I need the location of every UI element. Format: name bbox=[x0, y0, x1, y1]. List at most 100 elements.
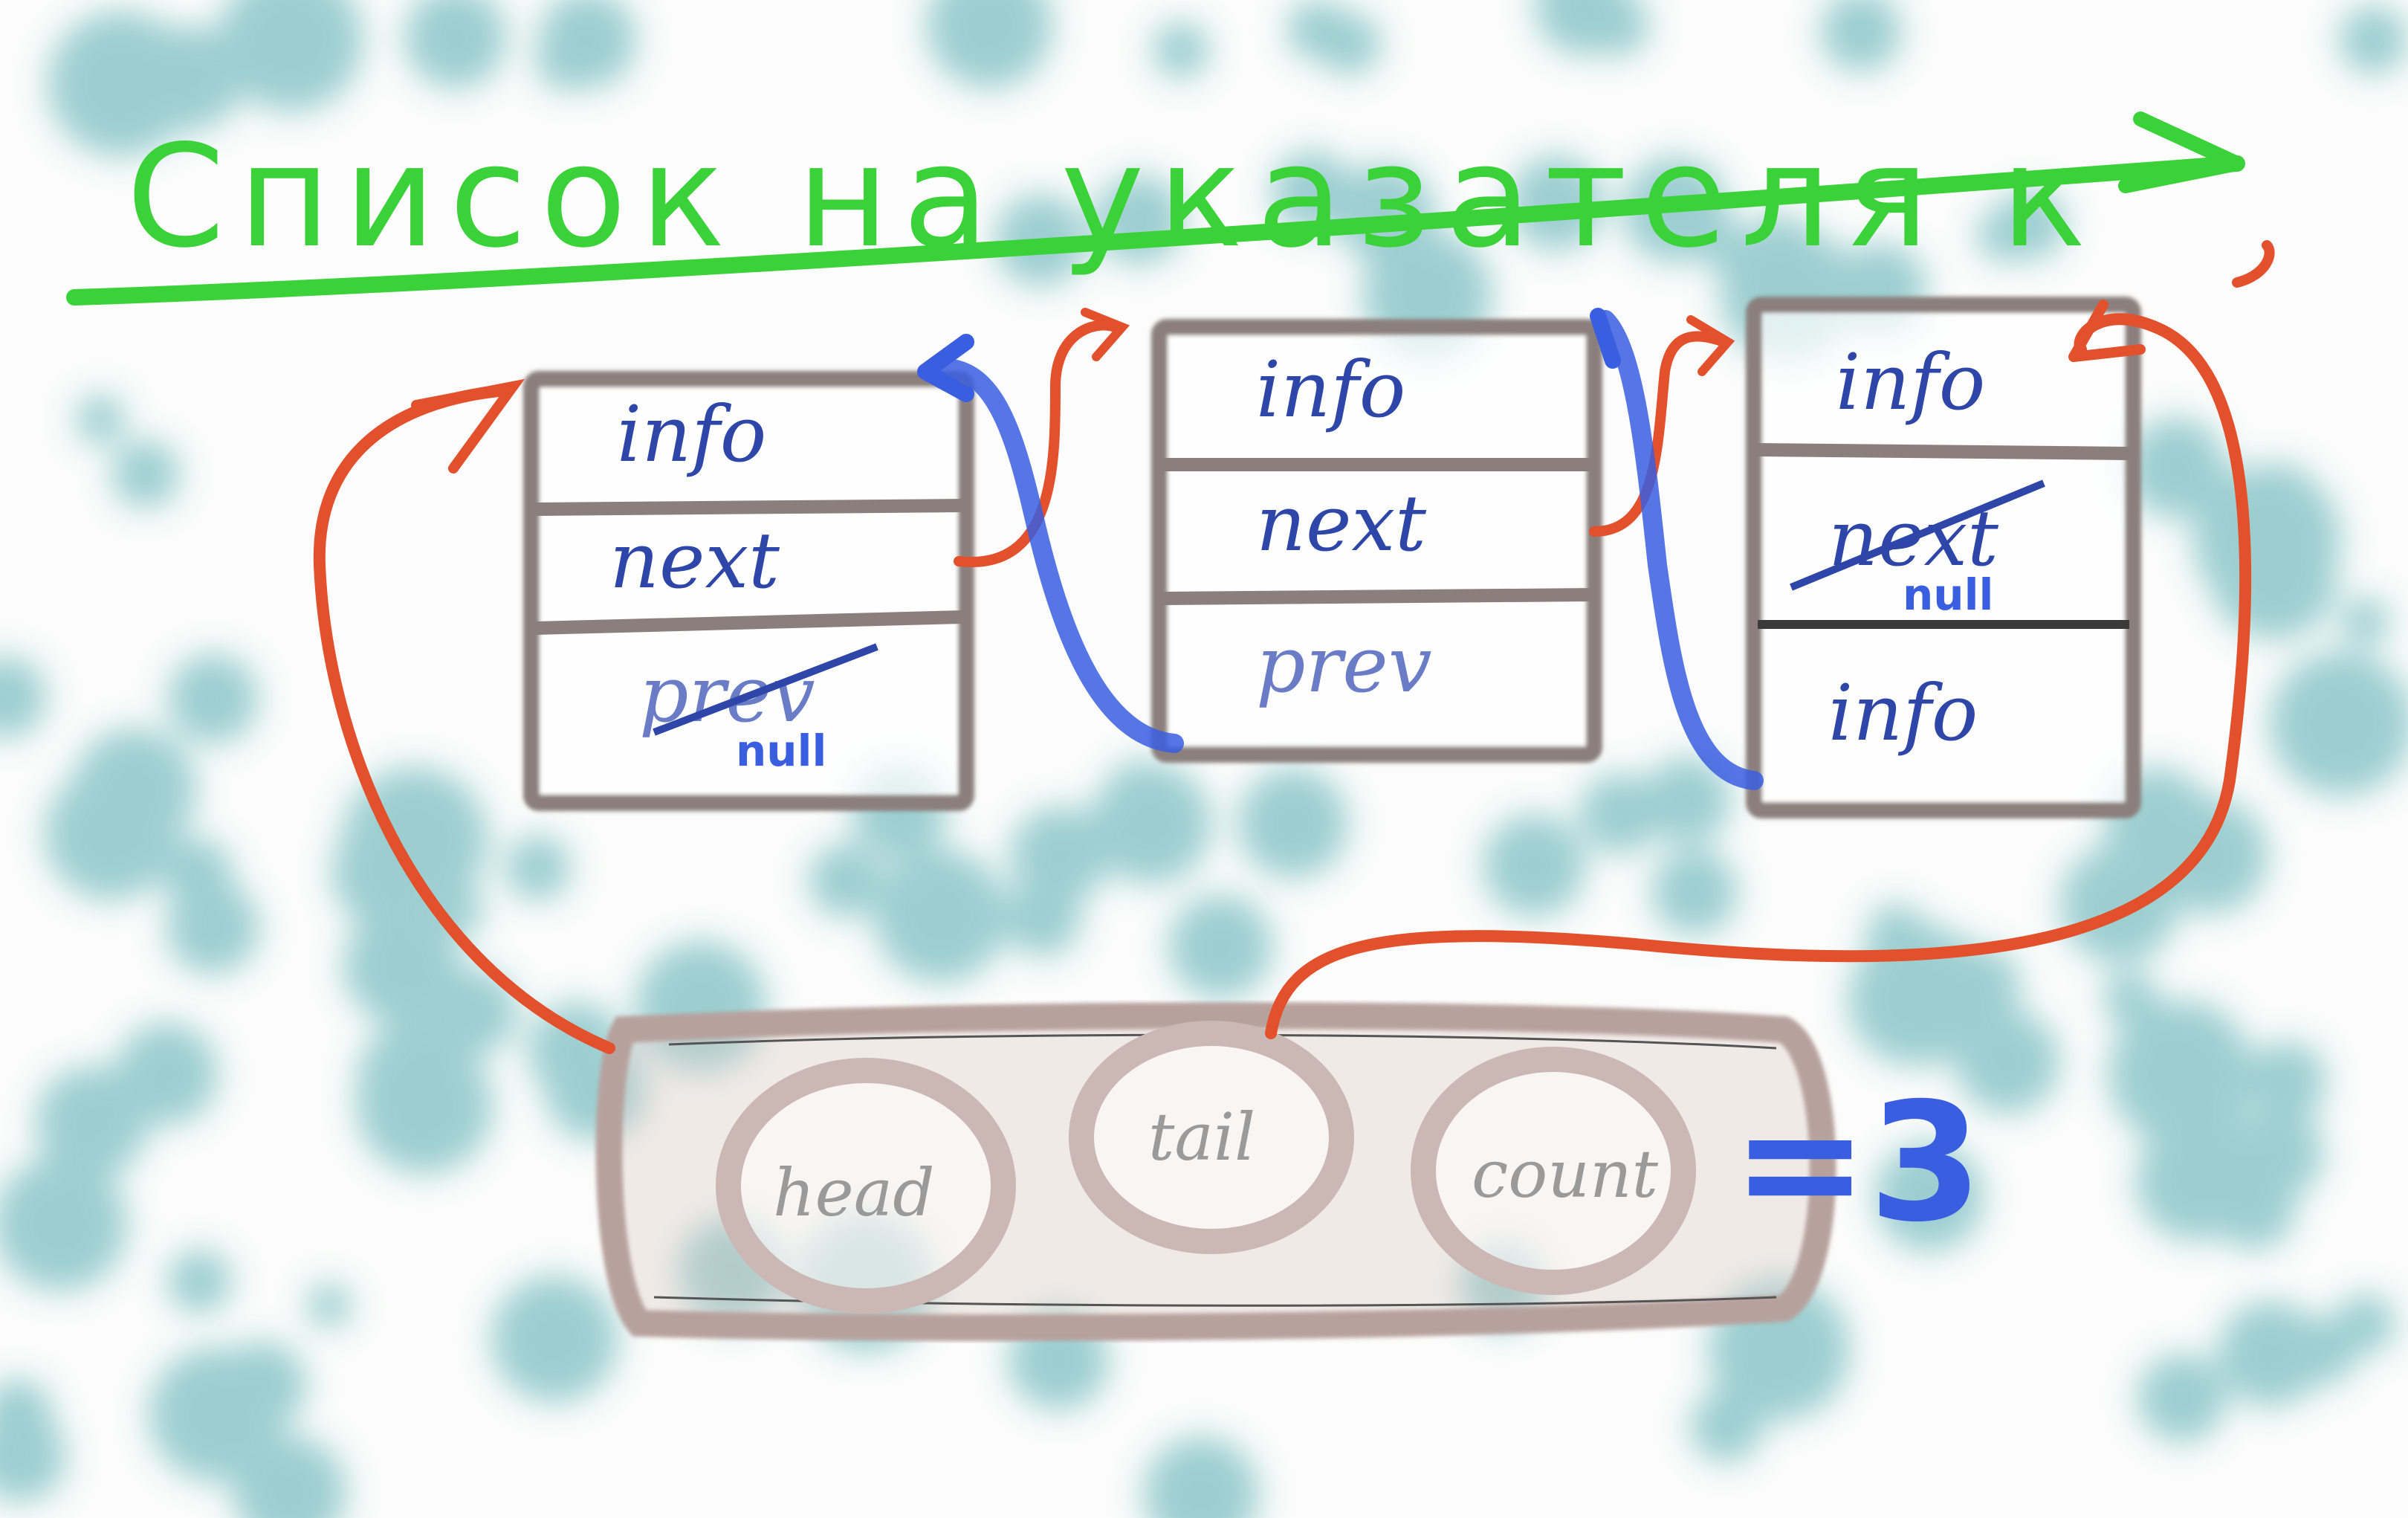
background-blob bbox=[331, 815, 445, 929]
background-blob bbox=[115, 1022, 219, 1125]
background-blob bbox=[1690, 1389, 1763, 1463]
background-blob bbox=[0, 1410, 66, 1502]
title-underline-arrow bbox=[66, 155, 2245, 306]
background-blob bbox=[0, 656, 47, 738]
background-blob bbox=[404, 0, 507, 88]
background-blob bbox=[1579, 773, 1660, 854]
background-blob bbox=[1483, 814, 1585, 917]
background-blob bbox=[1286, 0, 1348, 60]
node-1-prev-strike bbox=[653, 643, 878, 736]
background-blob bbox=[2059, 844, 2178, 963]
background-blob bbox=[2269, 651, 2408, 796]
background-blob bbox=[2218, 1301, 2324, 1407]
node-1-null-label: null bbox=[736, 726, 826, 776]
background-blob bbox=[2358, 697, 2406, 745]
background-blob bbox=[1335, 163, 1434, 262]
node-3-info-field: info bbox=[1836, 337, 1985, 427]
background-blob bbox=[306, 1283, 352, 1328]
background-blob bbox=[873, 849, 1007, 983]
background-blob bbox=[2340, 597, 2390, 646]
background-blob bbox=[1271, 151, 1353, 233]
head-pointer-arrow bbox=[313, 384, 615, 1054]
background-blob bbox=[357, 1020, 477, 1140]
count-oval bbox=[1411, 1047, 1696, 1295]
background-blob bbox=[167, 653, 259, 744]
background-blob bbox=[167, 1249, 232, 1314]
tail-label: tail bbox=[1148, 1099, 1255, 1175]
list-node-1: info next prev null bbox=[523, 371, 974, 811]
tail-oval bbox=[1069, 1021, 1354, 1254]
node-3-next-strike bbox=[1790, 479, 2045, 591]
background-blob bbox=[166, 880, 259, 975]
background-blob bbox=[1152, 22, 1210, 79]
background-blob bbox=[1874, 1142, 1984, 1252]
background-blob bbox=[111, 439, 180, 508]
prev-pointers bbox=[917, 308, 1764, 790]
count-value: =3 bbox=[1732, 1068, 1982, 1258]
background-blob bbox=[2103, 971, 2158, 1025]
background-blob bbox=[64, 798, 137, 871]
list-node-3: info next null info bbox=[1746, 297, 2141, 818]
head-oval bbox=[716, 1058, 1016, 1314]
background-blob bbox=[48, 10, 194, 157]
background-blob bbox=[1955, 1010, 2060, 1114]
background-blob bbox=[1643, 756, 1731, 844]
background-blob bbox=[2236, 1109, 2324, 1198]
count-label: count bbox=[1472, 1136, 1659, 1212]
prev-arrow-2-to-1-head bbox=[917, 334, 974, 402]
next-arrow-1-to-2 bbox=[954, 320, 1120, 568]
background-blob bbox=[2335, 1293, 2395, 1354]
head-label: head bbox=[773, 1154, 935, 1231]
struct-pointers bbox=[313, 240, 2275, 1054]
background-blob bbox=[535, 29, 597, 91]
background-blob bbox=[233, 1435, 347, 1518]
node-3-info-field-2: info bbox=[1828, 668, 1978, 758]
prev-arrow-3-to-2-head bbox=[1590, 308, 1621, 369]
node-1-info-field: info bbox=[617, 389, 766, 479]
node-3-null-label: null bbox=[1903, 569, 1993, 620]
tail-pointer-arrow bbox=[1265, 313, 2252, 1039]
next-arrow-1-to-2-head bbox=[1081, 308, 1130, 361]
next-arrow-2-to-3 bbox=[1589, 331, 1729, 537]
background-blob bbox=[2137, 1354, 2227, 1443]
head-pointer-arrowhead bbox=[411, 378, 525, 474]
node-2-prev-field: prev bbox=[1256, 619, 1432, 710]
title-arrowhead bbox=[2118, 112, 2244, 193]
background-blob bbox=[1820, 0, 1902, 72]
next-pointers bbox=[954, 308, 1735, 568]
tail-pointer-tick bbox=[2232, 240, 2275, 288]
background-blob bbox=[219, 1341, 307, 1430]
background-blob bbox=[1586, 0, 1649, 56]
prev-arrow-3-to-2 bbox=[1596, 310, 1764, 790]
title-group: Список на указателя к bbox=[66, 112, 2245, 306]
background-blob bbox=[2247, 1041, 2327, 1121]
background-blob bbox=[2339, 5, 2408, 74]
background-blob bbox=[1996, 189, 2066, 260]
list-node-2: info next prev bbox=[1151, 319, 1602, 763]
background-blob bbox=[1168, 894, 1273, 999]
background-blob bbox=[1143, 1436, 1259, 1518]
node-2-next-field: next bbox=[1256, 478, 1426, 569]
background-blob bbox=[1509, 155, 1604, 251]
node-1-next-field: next bbox=[609, 515, 780, 606]
background-blob bbox=[661, 946, 710, 995]
prev-arrow-2-to-1 bbox=[927, 358, 1184, 753]
background-blob bbox=[219, 0, 363, 112]
tail-pointer-arrowhead bbox=[2068, 300, 2146, 362]
background-blob bbox=[75, 394, 126, 445]
background-blob bbox=[1009, 829, 1058, 877]
background-blob bbox=[343, 906, 462, 1025]
background-blob bbox=[505, 835, 571, 901]
background-blob bbox=[926, 0, 1052, 88]
node-2-info-field: info bbox=[1256, 344, 1405, 435]
background-blob bbox=[491, 1275, 618, 1403]
background-blob bbox=[2126, 417, 2227, 518]
background-blob bbox=[1651, 849, 1738, 935]
background-blob bbox=[0, 1157, 128, 1291]
background-blob bbox=[2238, 471, 2320, 554]
background-blob bbox=[809, 843, 883, 917]
background-blob bbox=[1237, 768, 1348, 879]
list-struct: head tail count =3 bbox=[595, 1002, 1982, 1341]
next-arrow-2-to-3-head bbox=[1686, 315, 1735, 376]
